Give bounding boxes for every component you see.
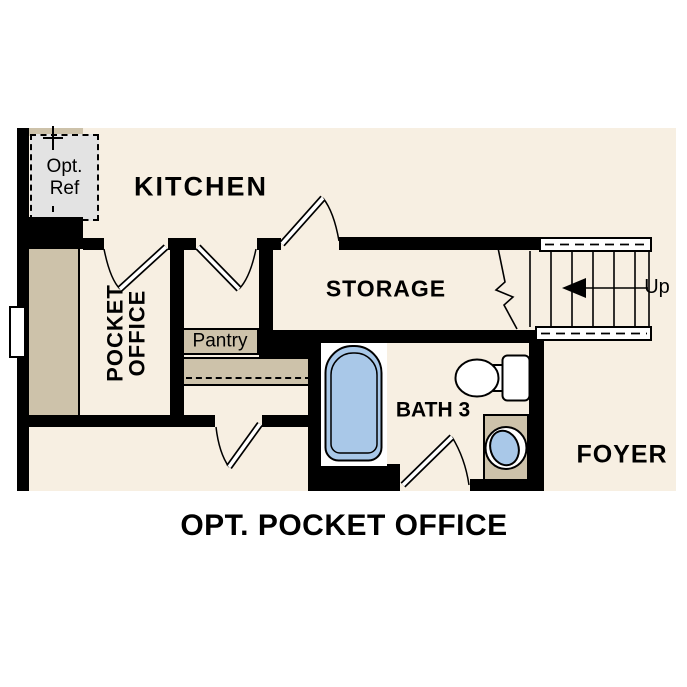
wall-bath-south-east bbox=[470, 479, 544, 491]
bath-label: BATH 3 bbox=[395, 398, 471, 422]
pocket-office-door-icon bbox=[103, 244, 169, 292]
wall-stub-b bbox=[168, 238, 196, 250]
ref-centerline-bottom-tick bbox=[52, 206, 54, 224]
wall-stub-a bbox=[83, 238, 104, 250]
pantry-shelf-band bbox=[184, 357, 313, 386]
sink-icon bbox=[484, 426, 528, 470]
storage-label: STORAGE bbox=[325, 275, 447, 302]
wall-pantry-east bbox=[259, 250, 273, 335]
break-line-icon bbox=[494, 242, 518, 330]
storage-door-icon bbox=[279, 195, 340, 247]
wall-kitchen-west-chunk bbox=[29, 217, 83, 249]
opt-ref-label-line2: Ref bbox=[49, 177, 80, 199]
wall-kitchen-storage bbox=[339, 237, 546, 250]
pocket-office-desk-counter bbox=[29, 249, 80, 415]
up-arrow-icon bbox=[562, 278, 648, 298]
plan-caption: OPT. POCKET OFFICE bbox=[180, 509, 508, 542]
toilet-icon bbox=[454, 354, 531, 402]
bathtub-icon bbox=[321, 343, 387, 466]
foyer-label: FOYER bbox=[576, 440, 668, 469]
wall-tub-west bbox=[308, 330, 321, 491]
pantry-label: Pantry bbox=[192, 330, 248, 352]
hall-pantry-door-icon bbox=[215, 421, 263, 470]
pantry-door-icon bbox=[195, 244, 257, 292]
wall-storage-bath bbox=[259, 330, 544, 343]
stairs-up-label: Up bbox=[644, 276, 670, 298]
ref-centerline-horizontal bbox=[43, 137, 63, 139]
wall-office-south bbox=[17, 415, 177, 427]
pantry-shelf-label-box bbox=[182, 328, 259, 355]
wall-bath-foyer bbox=[529, 343, 544, 488]
wall-stub-c bbox=[257, 238, 281, 250]
pocket-office-label: POCKET OFFICE bbox=[102, 284, 149, 382]
opt-ref-label-line1: Opt. bbox=[46, 155, 83, 177]
wall-bath-south-west bbox=[308, 464, 400, 491]
wall-pantry-south-west bbox=[184, 415, 215, 427]
pantry-rod-dashed-line bbox=[186, 377, 311, 379]
kitchen-counter-top-strip bbox=[29, 128, 83, 136]
window-icon bbox=[9, 306, 26, 358]
stairs-icon bbox=[529, 237, 652, 341]
wall-office-pantry bbox=[170, 250, 184, 427]
kitchen-label: KITCHEN bbox=[134, 171, 268, 202]
wall-pantry-south-east bbox=[262, 415, 321, 427]
bath-door-icon bbox=[400, 434, 470, 488]
